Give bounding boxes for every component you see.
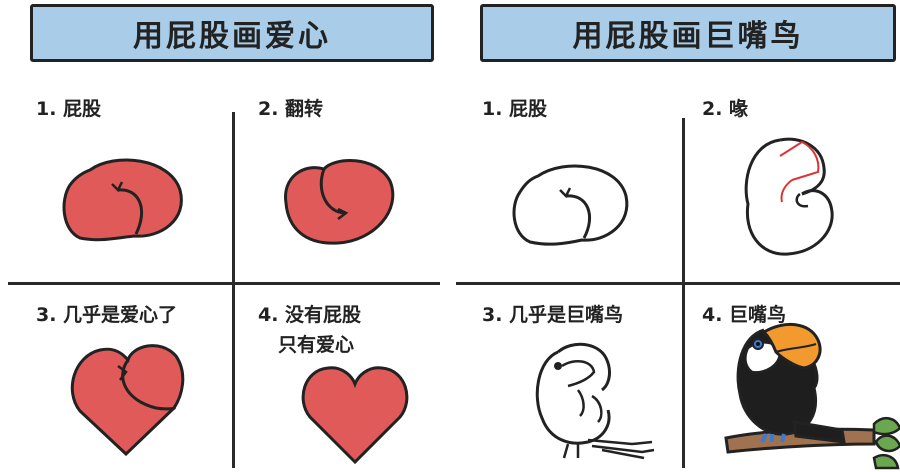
- heart-tutorial-panel: 用屁股画爱心 1. 屁股 2. 翻转 3. 几乎是爱心了 4. 没有屁股 只有爱…: [0, 0, 440, 472]
- step-4-label: 4. 没有屁股: [258, 304, 362, 326]
- heart-tutorial-title: 用屁股画爱心: [30, 4, 434, 62]
- grid-divider-horizontal: [8, 282, 440, 285]
- step-3-label: 3. 几乎是巨嘴鸟: [482, 304, 624, 326]
- almost-heart-drawing: [70, 344, 185, 457]
- toucan-tutorial-title: 用屁股画巨嘴鸟: [480, 4, 896, 62]
- flipped-butt-drawing: [284, 159, 395, 245]
- step-4-label: 4. 巨嘴鸟: [702, 304, 787, 326]
- step-1-label: 1. 屁股: [36, 98, 102, 120]
- heart-drawing: [301, 366, 409, 465]
- grid-divider-horizontal: [456, 282, 900, 285]
- toucan-tutorial-panel: 用屁股画巨嘴鸟 1. 屁股 2. 喙 3. 几乎是巨嘴鸟 4. 巨嘴鸟: [452, 0, 900, 472]
- step-4-label-line2: 只有爱心: [278, 334, 355, 356]
- butt-outline-drawing: [512, 164, 629, 246]
- grid-divider-vertical: [232, 112, 235, 468]
- butt-drawing: [62, 158, 183, 242]
- grid-divider-vertical: [682, 118, 685, 468]
- step-3-label: 3. 几乎是爱心了: [36, 304, 178, 326]
- step-2-label: 2. 喙: [702, 98, 749, 120]
- toucan-drawing: [724, 322, 900, 470]
- almost-toucan-drawing: [535, 342, 655, 460]
- step-1-label: 1. 屁股: [482, 98, 548, 120]
- step-2-label: 2. 翻转: [258, 98, 324, 120]
- beak-sketch-drawing: [744, 137, 834, 256]
